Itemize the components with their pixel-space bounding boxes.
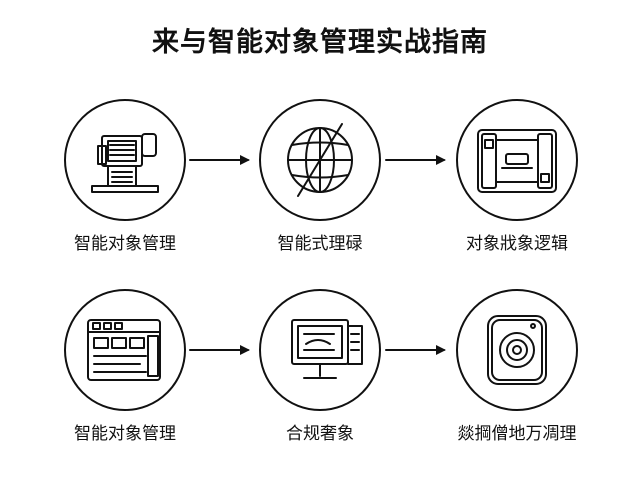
node-circle-4 <box>64 289 186 411</box>
node-label-5: 合规奢象 <box>286 424 354 444</box>
node-circle-2 <box>259 99 381 221</box>
globe-icon <box>287 123 353 197</box>
node-label-1: 智能对象管理 <box>74 234 176 254</box>
node-label-4: 智能对象管理 <box>74 424 176 444</box>
node-circle-3 <box>456 99 578 221</box>
node-circle-1 <box>64 99 186 221</box>
window-panel-icon <box>87 319 161 381</box>
node-circle-5 <box>259 289 381 411</box>
camera-icon <box>487 315 547 385</box>
monitor-icon <box>291 319 363 379</box>
device-frame-icon <box>477 129 557 193</box>
node-circle-6 <box>456 289 578 411</box>
node-label-6: 燚掆僧地万凋理 <box>457 424 577 444</box>
node-label-2: 智能式理碌 <box>277 234 363 254</box>
node-label-3: 对象戕象逻辑 <box>466 234 568 254</box>
page-title: 来与智能对象管理实战指南 <box>152 27 488 58</box>
computer-icon <box>91 133 159 193</box>
